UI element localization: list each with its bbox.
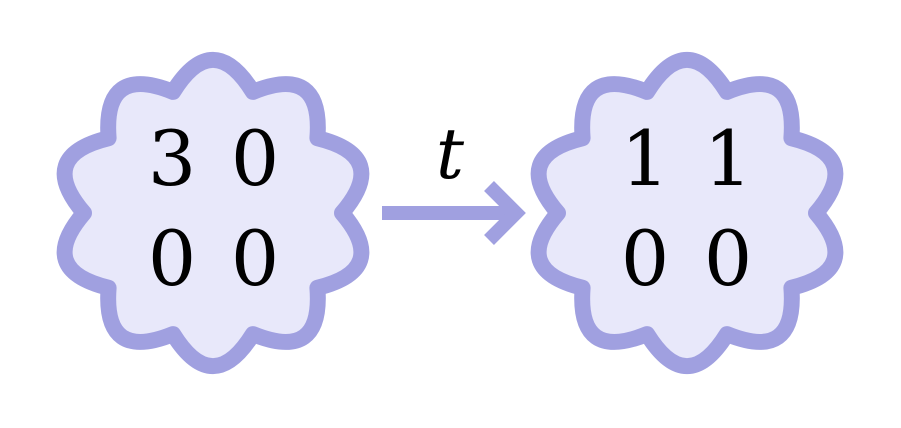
transition-label: t [436,113,465,195]
state-source-cell-r2c2: 0 [231,214,279,303]
transition-arrow-head [484,181,526,245]
state-target-cell-r1c1: 1 [621,114,669,203]
state-target-cell-r2c1: 0 [621,214,669,303]
state-target-cloud [530,51,844,375]
state-source-cell-r1c2: 0 [231,114,279,203]
state-source-cell-r1c1: 3 [148,114,196,203]
state-target-cell-r1c2: 1 [704,114,752,203]
state-source-cell-r2c1: 0 [148,214,196,303]
state-source-cloud [56,51,370,375]
state-target-cell-r2c2: 0 [704,214,752,303]
state-node-source: 3 0 0 0 [56,51,370,375]
state-node-target: 1 1 0 0 [530,51,844,375]
transition-edge [382,181,526,245]
